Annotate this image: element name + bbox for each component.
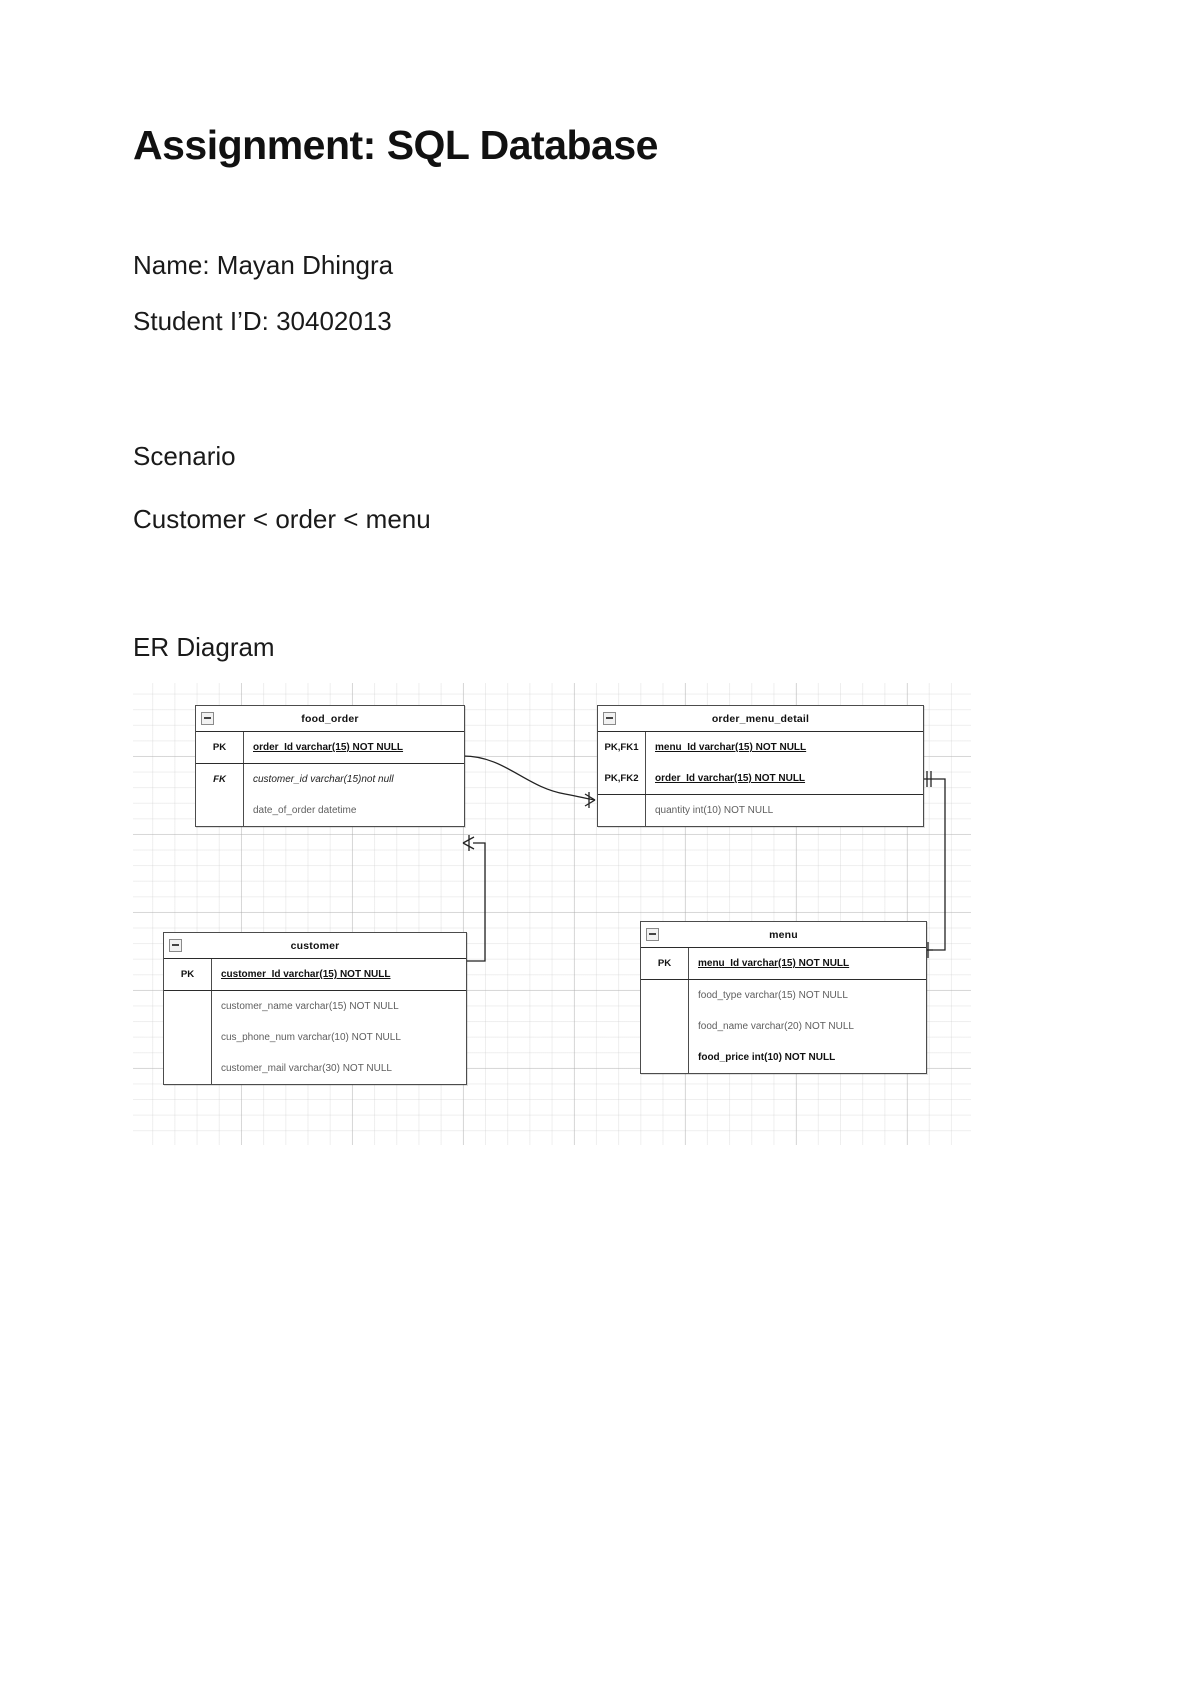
minus-icon[interactable] <box>646 928 659 941</box>
minus-icon[interactable] <box>169 939 182 952</box>
attribute-block: customer_name varchar(15) NOT NULL cus_p… <box>164 991 466 1084</box>
key-label: FK <box>213 774 226 785</box>
scenario-heading: Scenario <box>133 441 236 471</box>
key-cell: PK,FK2 <box>598 763 646 794</box>
primary-key-block: PK order_Id varchar(15) NOT NULL <box>196 732 464 764</box>
field-label: customer_id varchar(15)not null <box>253 774 394 785</box>
field-cell: customer_id varchar(15)not null <box>244 764 464 795</box>
field-label: menu_Id varchar(15) NOT NULL <box>698 958 850 969</box>
key-cell: PK <box>164 959 212 990</box>
field-label: food_price int(10) NOT NULL <box>698 1052 836 1063</box>
key-label: PK <box>657 958 672 969</box>
er-diagram-heading: ER Diagram <box>133 632 275 662</box>
key-cell <box>641 1011 689 1042</box>
minus-icon[interactable] <box>201 712 214 725</box>
er-diagram-canvas: food_order PK order_Id varchar(15) NOT N… <box>133 683 971 1145</box>
table-row: PK,FK2 order_Id varchar(15) NOT NULL <box>598 763 923 794</box>
field-cell: food_name varchar(20) NOT NULL <box>689 1011 926 1042</box>
table-row: PK order_Id varchar(15) NOT NULL <box>196 732 464 763</box>
field-label: customer_mail varchar(30) NOT NULL <box>221 1063 392 1074</box>
key-cell <box>196 795 244 826</box>
primary-key-block: PK customer_Id varchar(15) NOT NULL <box>164 959 466 991</box>
field-cell: order_Id varchar(15) NOT NULL <box>646 763 923 794</box>
student-id-line: Student I’D: 30402013 <box>133 306 392 336</box>
field-cell: quantity int(10) NOT NULL <box>646 795 923 826</box>
field-label: order_Id varchar(15) NOT NULL <box>655 773 806 784</box>
field-cell: order_Id varchar(15) NOT NULL <box>244 732 464 763</box>
table-row: customer_mail varchar(30) NOT NULL <box>164 1053 466 1084</box>
key-cell: FK <box>196 764 244 795</box>
field-label: cus_phone_num varchar(10) NOT NULL <box>221 1032 401 1043</box>
key-cell <box>164 991 212 1022</box>
scenario-relationship-text: Customer < order < menu <box>133 504 431 534</box>
key-cell: PK,FK1 <box>598 732 646 763</box>
table-row: PK,FK1 menu_Id varchar(15) NOT NULL <box>598 732 923 763</box>
field-cell: menu_Id varchar(15) NOT NULL <box>689 948 926 979</box>
field-label: food_name varchar(20) NOT NULL <box>698 1021 854 1032</box>
key-label: PK,FK2 <box>604 773 639 784</box>
table-row: quantity int(10) NOT NULL <box>598 795 923 826</box>
field-cell: customer_Id varchar(15) NOT NULL <box>212 959 466 990</box>
attribute-block: quantity int(10) NOT NULL <box>598 795 923 826</box>
minus-icon[interactable] <box>603 712 616 725</box>
field-label: order_Id varchar(15) NOT NULL <box>253 742 404 753</box>
entity-header: order_menu_detail <box>598 706 923 732</box>
table-row: cus_phone_num varchar(10) NOT NULL <box>164 1022 466 1053</box>
attribute-block: food_type varchar(15) NOT NULL food_name… <box>641 980 926 1073</box>
entity-title: food_order <box>301 712 359 725</box>
key-label: PK <box>180 969 195 980</box>
entity-title: menu <box>769 928 798 941</box>
field-label: food_type varchar(15) NOT NULL <box>698 990 848 1001</box>
table-row: food_type varchar(15) NOT NULL <box>641 980 926 1011</box>
entity-title: order_menu_detail <box>711 712 810 725</box>
key-cell: PK <box>641 948 689 979</box>
entity-table-order-menu-detail[interactable]: order_menu_detail PK,FK1 menu_Id varchar… <box>597 705 924 827</box>
entity-table-customer[interactable]: customer PK customer_Id varchar(15) NOT … <box>163 932 467 1085</box>
field-label: customer_name varchar(15) NOT NULL <box>221 1001 399 1012</box>
page-title: Assignment: SQL Database <box>133 122 658 168</box>
field-label: quantity int(10) NOT NULL <box>655 805 774 816</box>
entity-header: food_order <box>196 706 464 732</box>
field-label: customer_Id varchar(15) NOT NULL <box>221 969 391 980</box>
field-label: menu_Id varchar(15) NOT NULL <box>655 742 807 753</box>
field-cell: food_type varchar(15) NOT NULL <box>689 980 926 1011</box>
primary-key-block: PK,FK1 menu_Id varchar(15) NOT NULL PK,F… <box>598 732 923 795</box>
table-row: FK customer_id varchar(15)not null <box>196 764 464 795</box>
key-label: PK,FK1 <box>604 742 639 753</box>
field-cell: customer_mail varchar(30) NOT NULL <box>212 1053 466 1084</box>
attribute-block: FK customer_id varchar(15)not null date_… <box>196 764 464 826</box>
field-label: date_of_order datetime <box>253 805 357 816</box>
key-cell: PK <box>196 732 244 763</box>
entity-table-food-order[interactable]: food_order PK order_Id varchar(15) NOT N… <box>195 705 465 827</box>
key-cell <box>641 980 689 1011</box>
table-row: PK menu_Id varchar(15) NOT NULL <box>641 948 926 979</box>
key-cell <box>641 1042 689 1073</box>
key-cell <box>598 795 646 826</box>
field-cell: customer_name varchar(15) NOT NULL <box>212 991 466 1022</box>
entity-header: customer <box>164 933 466 959</box>
table-row: food_price int(10) NOT NULL <box>641 1042 926 1073</box>
key-label: PK <box>212 742 227 753</box>
table-row: PK customer_Id varchar(15) NOT NULL <box>164 959 466 990</box>
field-cell: date_of_order datetime <box>244 795 464 826</box>
table-row: customer_name varchar(15) NOT NULL <box>164 991 466 1022</box>
entity-header: menu <box>641 922 926 948</box>
primary-key-block: PK menu_Id varchar(15) NOT NULL <box>641 948 926 980</box>
key-cell <box>164 1022 212 1053</box>
entity-title: customer <box>290 939 340 952</box>
field-cell: cus_phone_num varchar(10) NOT NULL <box>212 1022 466 1053</box>
entity-table-menu[interactable]: menu PK menu_Id varchar(15) NOT NULL <box>640 921 927 1074</box>
student-name-line: Name: Mayan Dhingra <box>133 250 394 280</box>
table-row: date_of_order datetime <box>196 795 464 826</box>
key-cell <box>164 1053 212 1084</box>
field-cell: menu_Id varchar(15) NOT NULL <box>646 732 923 763</box>
field-cell: food_price int(10) NOT NULL <box>689 1042 926 1073</box>
table-row: food_name varchar(20) NOT NULL <box>641 1011 926 1042</box>
